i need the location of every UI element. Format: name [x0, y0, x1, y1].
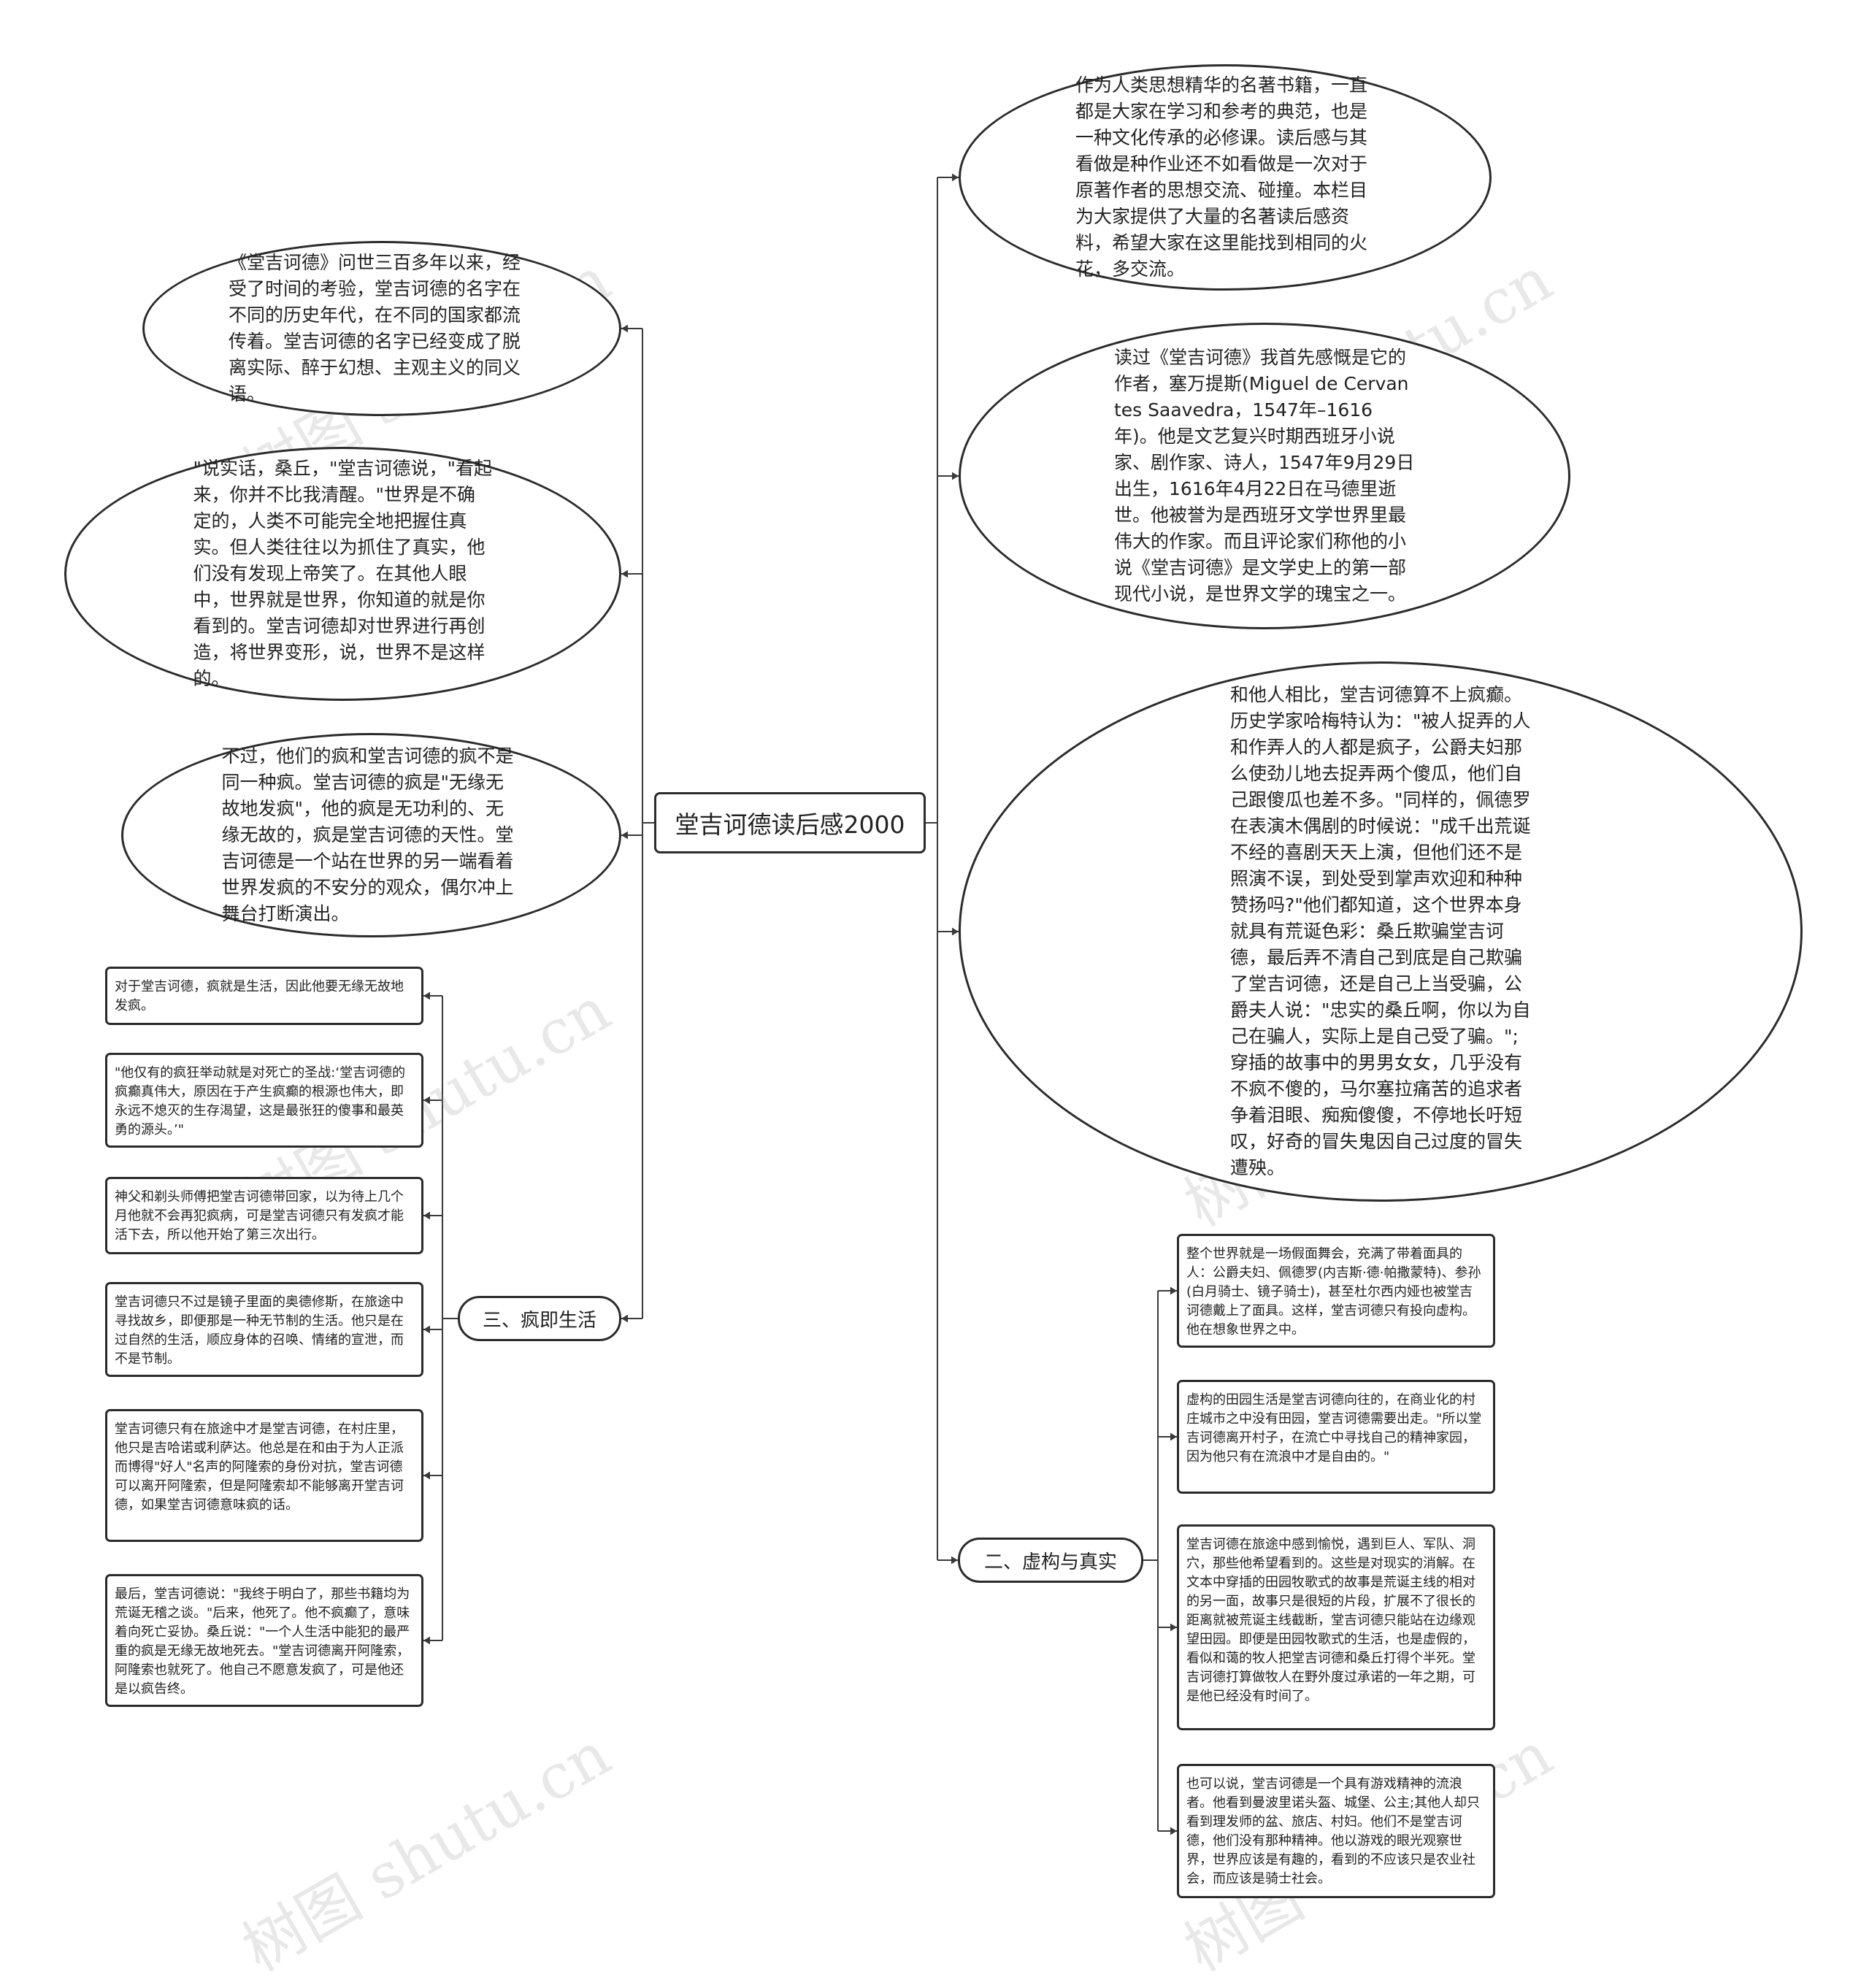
leaf-text: 对于堂吉诃德，疯就是生活，因此他要无缘无故地发疯。 — [115, 979, 404, 1013]
right-leaf-3[interactable]: 堂吉诃德在旅途中感到愉悦，遇到巨人、军队、洞穴，那些他希望看到的。这些是对现实的… — [1177, 1524, 1495, 1730]
leaf-text: 堂吉诃德只有在旅途中才是堂吉诃德，在村庄里，他只是吉哈诺或利萨达。他总是在和由于… — [115, 1421, 404, 1513]
right-leaf-4[interactable]: 也可以说，堂吉诃德是一个具有游戏精神的流浪者。他看到曼波里诺头盔、城堡、公主;其… — [1177, 1764, 1495, 1898]
left-leaf-3[interactable]: 神父和剃头师傅把堂吉诃德带回家，以为待上几个月他就不会再犯疯病，可是堂吉诃德只有… — [105, 1177, 423, 1254]
branch-label: 三、疯即生活 — [482, 1309, 596, 1332]
link-right-branch-arrow — [951, 1556, 958, 1565]
oval-node-text: 和他人相比，堂吉诃德算不上疯癫。历史学家哈梅特认为："被人捉弄的人和作弄人的人都… — [1230, 684, 1531, 1178]
right-leaf-1[interactable]: 整个世界就是一场假面舞会，充满了带着面具的人：公爵夫妇、佩德罗(内吉斯·德·帕撒… — [1177, 1234, 1495, 1348]
link-right-oval-3-arrow — [952, 927, 959, 936]
left-leaf-1[interactable]: 对于堂吉诃德，疯就是生活，因此他要无缘无故地发疯。 — [105, 967, 423, 1025]
oval-node-intro[interactable]: 作为人类思想精华的名著书籍，一直都是大家在学习和参考的典范，也是一种文化传承的必… — [959, 64, 1492, 291]
link-left-leaf-4-arrow — [423, 1325, 430, 1334]
link-right-leaf-1-arrow — [1170, 1286, 1177, 1295]
link-left-branch-arrow — [621, 1314, 628, 1323]
oval-node-madness-compare[interactable]: 和他人相比，堂吉诃德算不上疯癫。历史学家哈梅特认为："被人捉弄的人和作弄人的人都… — [959, 661, 1803, 1202]
link-right-leaf-3-arrow — [1170, 1623, 1177, 1632]
oval-node-legacy[interactable]: 《堂吉诃德》问世三百多年以来，经受了时间的考验，堂吉诃德的名字在不同的历史年代，… — [142, 241, 621, 416]
link-left-leaf-2-arrow — [423, 1096, 430, 1105]
oval-node-author[interactable]: 读过《堂吉诃德》我首先感慨是它的作者，塞万提斯(Miguel de Cervan… — [959, 323, 1570, 629]
branch-fiction-reality[interactable]: 二、虚构与真实 — [958, 1538, 1143, 1583]
root-topic-label: 堂吉诃德读后感2000 — [675, 810, 905, 839]
link-left-oval-2-arrow — [621, 569, 628, 578]
left-leaf-4[interactable]: 堂吉诃德只不过是镜子里面的奥德修斯，在旅途中寻找故乡，即便那是一种无节制的生活。… — [105, 1282, 423, 1377]
leaf-text: 虚构的田园生活是堂吉诃德向往的，在商业化的村庄城市之中没有田园，堂吉诃德需要出走… — [1186, 1392, 1482, 1465]
link-right-oval-2-arrow — [952, 472, 959, 480]
link-left-oval-3-arrow — [621, 831, 628, 840]
link-left-leaf-5-arrow — [423, 1471, 430, 1480]
link-left-leaf-1-arrow — [423, 991, 430, 1000]
leaf-text: "他仅有的疯狂举动就是对死亡的圣战:‘堂吉诃德的疯癫真伟大，原因在于产生疯癫的根… — [115, 1065, 406, 1137]
left-leaf-2[interactable]: "他仅有的疯狂举动就是对死亡的圣战:‘堂吉诃德的疯癫真伟大，原因在于产生疯癫的根… — [105, 1053, 423, 1148]
right-leaf-2[interactable]: 虚构的田园生活是堂吉诃德向往的，在商业化的村庄城市之中没有田园，堂吉诃德需要出走… — [1177, 1380, 1495, 1494]
link-right-leaf-2-arrow — [1170, 1432, 1177, 1441]
oval-node-text: 《堂吉诃德》问世三百多年以来，经受了时间的考验，堂吉诃德的名字在不同的历史年代，… — [229, 252, 521, 404]
root-topic[interactable]: 堂吉诃德读后感2000 — [654, 792, 926, 853]
leaf-text: 整个世界就是一场假面舞会，充满了带着面具的人：公爵夫妇、佩德罗(内吉斯·德·帕撒… — [1186, 1246, 1481, 1338]
link-left-leaf-6-arrow — [423, 1636, 430, 1645]
oval-node-text: 不过，他们的疯和堂吉诃德的疯不是同一种疯。堂吉诃德的疯是"无缘无故地发疯"，他的… — [221, 745, 514, 924]
leaf-text: 堂吉诃德只不过是镜子里面的奥德修斯，在旅途中寻找故乡，即便那是一种无节制的生活。… — [115, 1294, 404, 1367]
oval-node-two-madness[interactable]: 不过，他们的疯和堂吉诃德的疯不是同一种疯。堂吉诃德的疯是"无缘无故地发疯"，他的… — [121, 733, 621, 937]
branch-madness-is-life[interactable]: 三、疯即生活 — [458, 1296, 621, 1341]
left-leaf-6[interactable]: 最后，堂吉诃德说："我终于明白了，那些书籍均为荒诞无稽之谈。"后来，他死了。他不… — [105, 1574, 423, 1707]
oval-node-truth[interactable]: "说实话，桑丘，"堂吉诃德说，"看起来，你并不比我清醒。"世界是不确定的，人类不… — [64, 447, 621, 701]
oval-node-text: "说实话，桑丘，"堂吉诃德说，"看起来，你并不比我清醒。"世界是不确定的，人类不… — [193, 458, 493, 689]
leaf-text: 神父和剃头师傅把堂吉诃德带回家，以为待上几个月他就不会再犯疯病，可是堂吉诃德只有… — [115, 1189, 404, 1243]
left-leaf-5[interactable]: 堂吉诃德只有在旅途中才是堂吉诃德，在村庄里，他只是吉哈诺或利萨达。他总是在和由于… — [105, 1409, 423, 1542]
branch-label: 二、虚构与真实 — [983, 1551, 1117, 1573]
link-left-leaf-3-arrow — [423, 1211, 430, 1220]
link-right-oval-1-arrow — [952, 173, 959, 182]
leaf-text: 也可以说，堂吉诃德是一个具有游戏精神的流浪者。他看到曼波里诺头盔、城堡、公主;其… — [1186, 1776, 1481, 1887]
link-right-leaf-4-arrow — [1170, 1827, 1177, 1835]
oval-node-text: 读过《堂吉诃德》我首先感慨是它的作者，塞万提斯(Miguel de Cervan… — [1114, 347, 1415, 605]
leaf-text: 最后，堂吉诃德说："我终于明白了，那些书籍均为荒诞无稽之谈。"后来，他死了。他不… — [115, 1586, 410, 1697]
link-left-oval-1-arrow — [621, 324, 628, 333]
oval-node-text: 作为人类思想精华的名著书籍，一直都是大家在学习和参考的典范，也是一种文化传承的必… — [1075, 74, 1368, 280]
leaf-text: 堂吉诃德在旅途中感到愉悦，遇到巨人、军队、洞穴，那些他希望看到的。这些是对现实的… — [1186, 1537, 1475, 1704]
